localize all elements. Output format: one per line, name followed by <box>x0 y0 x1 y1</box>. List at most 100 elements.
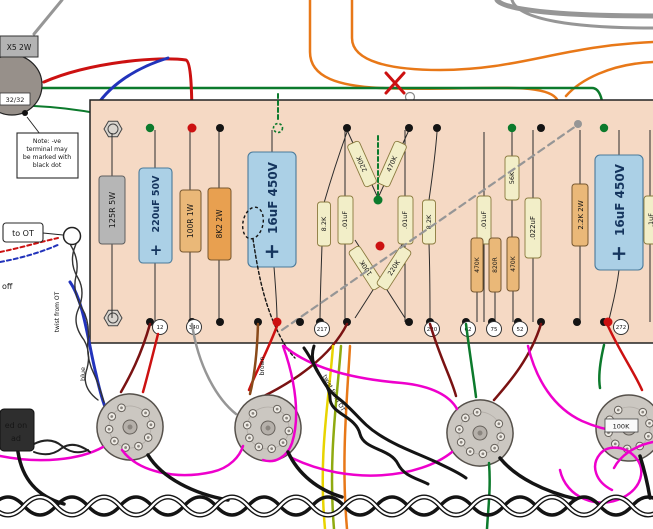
resistor-100r-1w: 100R 1W <box>179 189 202 253</box>
wire-darkred <box>262 322 349 398</box>
polarity-black-dot <box>22 110 28 116</box>
note-box <box>16 132 79 179</box>
dashed-overlays <box>241 93 582 359</box>
junction-dot <box>216 124 224 132</box>
x5-label: X5 2W <box>7 43 32 52</box>
tube-socket-3 <box>434 387 526 479</box>
junction-dot <box>433 124 441 132</box>
wire-black <box>638 454 652 500</box>
cap-01uf-2: .01uF <box>397 195 414 245</box>
wire-olive <box>330 344 343 529</box>
twisted-pair-box <box>33 439 89 454</box>
resistor-body <box>179 189 202 253</box>
off-label: off <box>2 282 13 291</box>
wire-brown <box>248 322 260 396</box>
screw-circle <box>107 312 119 324</box>
cap-022uf: .022uF <box>524 197 542 259</box>
resistor-label: 100R 1W <box>186 203 195 238</box>
wire-magenta <box>558 446 643 504</box>
wire-magenta <box>261 344 298 463</box>
can-value-box <box>0 92 31 106</box>
junction-dot <box>405 318 413 326</box>
cap-body <box>138 167 173 264</box>
cap-01uf-3: .01uF <box>476 195 492 245</box>
wire-black <box>498 456 578 501</box>
resistor-label: 820R <box>492 257 499 273</box>
wire-darkred <box>428 322 458 398</box>
resistor-label: 8K2 2W <box>215 209 224 239</box>
gray-dot <box>574 120 582 128</box>
foreground-wiring <box>0 344 653 529</box>
resistor-body <box>348 245 384 291</box>
junction-dot <box>537 124 545 132</box>
dashed-red-to-ot <box>0 237 59 253</box>
wire-gray-top <box>494 0 653 19</box>
wire-gray <box>190 322 238 416</box>
resistor-2k2-2w: 2.2K 2W <box>571 183 589 247</box>
lead <box>476 291 514 322</box>
resistor-125r-5w: 125R 5W <box>98 175 126 245</box>
to-ot-box <box>2 222 44 243</box>
resistor-body <box>207 187 232 261</box>
resistor-body <box>377 140 407 188</box>
lead <box>271 130 278 321</box>
resistor-label: 8.2K <box>320 216 328 231</box>
resistor-56k: 56K <box>504 155 520 201</box>
pot-value-box <box>604 418 639 433</box>
cap-label: 16uF 450V <box>266 161 280 234</box>
wire-darkred <box>492 322 543 402</box>
left-callouts: to OT off twist from OT blue <box>0 222 87 381</box>
to-ot-label: to OT <box>12 229 34 238</box>
resistor-label: 470K <box>474 256 481 272</box>
wire-darkred <box>119 322 152 394</box>
cap-label: 220uF 50V <box>151 175 162 233</box>
cap-polarity: + <box>611 241 628 265</box>
resistor-label: 470K <box>510 255 517 271</box>
brown-wire-label: brown <box>259 357 266 376</box>
junction-dot <box>145 123 155 133</box>
wire-magenta <box>0 445 105 462</box>
can-value-label: 32/32 <box>6 96 25 104</box>
top-left-hardware: X5 2W 32/32 Note: -ve terminal may be ma… <box>0 35 79 179</box>
pot-value-label: 100K <box>613 423 630 431</box>
terminal-value: 340 <box>189 325 200 331</box>
cap-body <box>247 151 297 268</box>
junction-dot <box>573 318 581 326</box>
resistor-body <box>504 155 520 201</box>
tube-sockets <box>90 387 653 479</box>
eyelet-icon <box>62 226 82 246</box>
junction-dot <box>375 241 385 251</box>
cap-label: 16uF 450V <box>613 163 627 236</box>
junction-dot <box>599 123 609 133</box>
lead <box>319 131 348 323</box>
twisted-pair-left <box>71 243 99 401</box>
terminal-circle <box>613 319 629 335</box>
terminal-value: 75 <box>491 327 498 333</box>
wire-gray-to-x5 <box>32 0 64 36</box>
wire-green <box>597 343 606 390</box>
resistor-body <box>506 236 520 292</box>
junction-dot <box>405 124 413 132</box>
cap-body <box>337 195 354 245</box>
resistor-220k-diag: 220K <box>347 140 377 188</box>
resistor-100k-diag: 100K <box>348 245 384 291</box>
twisted-mains-black <box>0 495 653 517</box>
dashed-gray-run <box>280 124 578 332</box>
junction-dot <box>343 124 351 132</box>
wire-orange-2 <box>350 0 653 72</box>
cap-16uf-450v-right: + 16uF 450V <box>594 154 644 271</box>
wire-black <box>146 453 230 502</box>
screw-circle <box>107 123 119 135</box>
wire-magenta <box>120 444 245 477</box>
twist-from-ot-label-left: twist from OT <box>54 291 61 332</box>
board-screw-bottom <box>103 309 123 327</box>
twisted-mains-white <box>0 495 653 517</box>
resistor-8k2-left-small: 8.2K <box>317 201 331 247</box>
resistor-body <box>317 201 331 247</box>
turret-board <box>89 99 653 344</box>
note-pointer-line <box>26 116 41 135</box>
cap-label: .01uF <box>401 211 409 229</box>
blue-wire-label: blue <box>79 367 87 381</box>
